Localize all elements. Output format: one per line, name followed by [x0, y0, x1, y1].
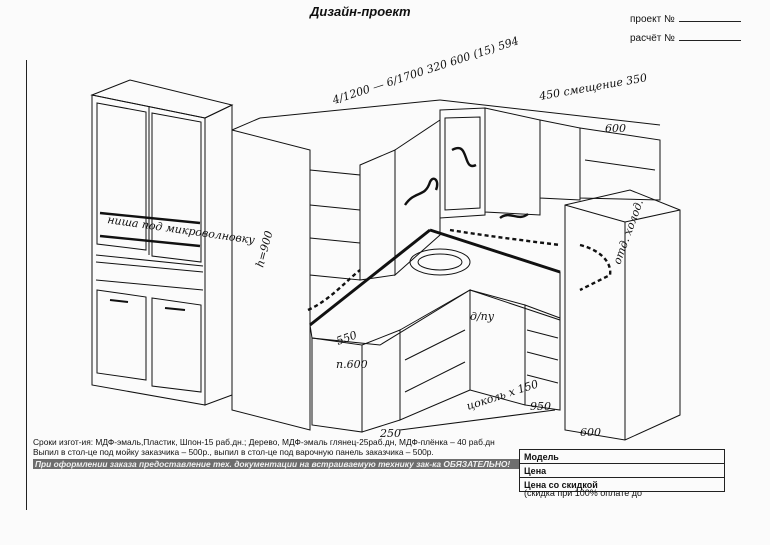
note-dpu: д/пу: [470, 310, 495, 323]
project-number-label: проект №: [630, 14, 675, 25]
price-row-model: Модель: [519, 449, 725, 464]
dim-950: 950: [530, 400, 551, 413]
note-fridge: отд. холод.: [611, 198, 646, 266]
price-row-discount: Цена со скидкой: [519, 477, 725, 492]
wall-panel: [231, 99, 661, 431]
calc-number-field: расчёт №: [630, 31, 741, 44]
dim-600-bottom: 600: [580, 426, 601, 439]
dim-250: 250: [379, 427, 401, 440]
base-cabinets: [311, 289, 561, 433]
page-title: Дизайн-проект: [310, 4, 411, 19]
price-row-price: Цена: [519, 463, 725, 478]
price-label: Цена: [519, 463, 725, 478]
hand-sketch-marks: [99, 146, 612, 312]
countertop: [309, 228, 561, 346]
note-niche: ниша под микроволновку: [107, 213, 257, 247]
dim-height: h=900: [253, 229, 275, 268]
dim-corner: п.600: [336, 358, 368, 371]
discount-price-label: Цена со скидкой: [519, 477, 725, 492]
margin-line: [26, 60, 27, 510]
discount-note: (скидка при 100% оплате до: [524, 488, 643, 498]
note-offset: 450 смещение 350: [537, 71, 648, 103]
price-table: Модель Цена Цена со скидкой: [519, 449, 725, 492]
notes-warning: При оформлении заказа предоставление тех…: [33, 459, 519, 469]
dim-plinth: цоколь x 150: [465, 377, 540, 412]
upper-cabinets-left: [309, 107, 661, 281]
calc-number-label: расчёт №: [630, 33, 675, 44]
tall-cabinet-left: [90, 79, 234, 406]
notes-line-1: Сроки изгот-ия: МДФ-эмаль,Пластик, Шпон-…: [33, 437, 495, 447]
dim-550-a: 550: [335, 328, 359, 347]
dim-upper-run: 4/1200 — 6/1700 320 600 (15) 594: [330, 34, 520, 107]
notes-line-2: Выпил в стол-це под мойку заказчика – 50…: [33, 447, 434, 457]
project-number-field: проект №: [630, 12, 741, 25]
fridge-column: [564, 189, 681, 441]
model-label: Модель: [519, 449, 725, 464]
dim-600-top: 600: [605, 122, 626, 135]
production-notes: Сроки изгот-ия: МДФ-эмаль,Пластик, Шпон-…: [33, 437, 519, 469]
